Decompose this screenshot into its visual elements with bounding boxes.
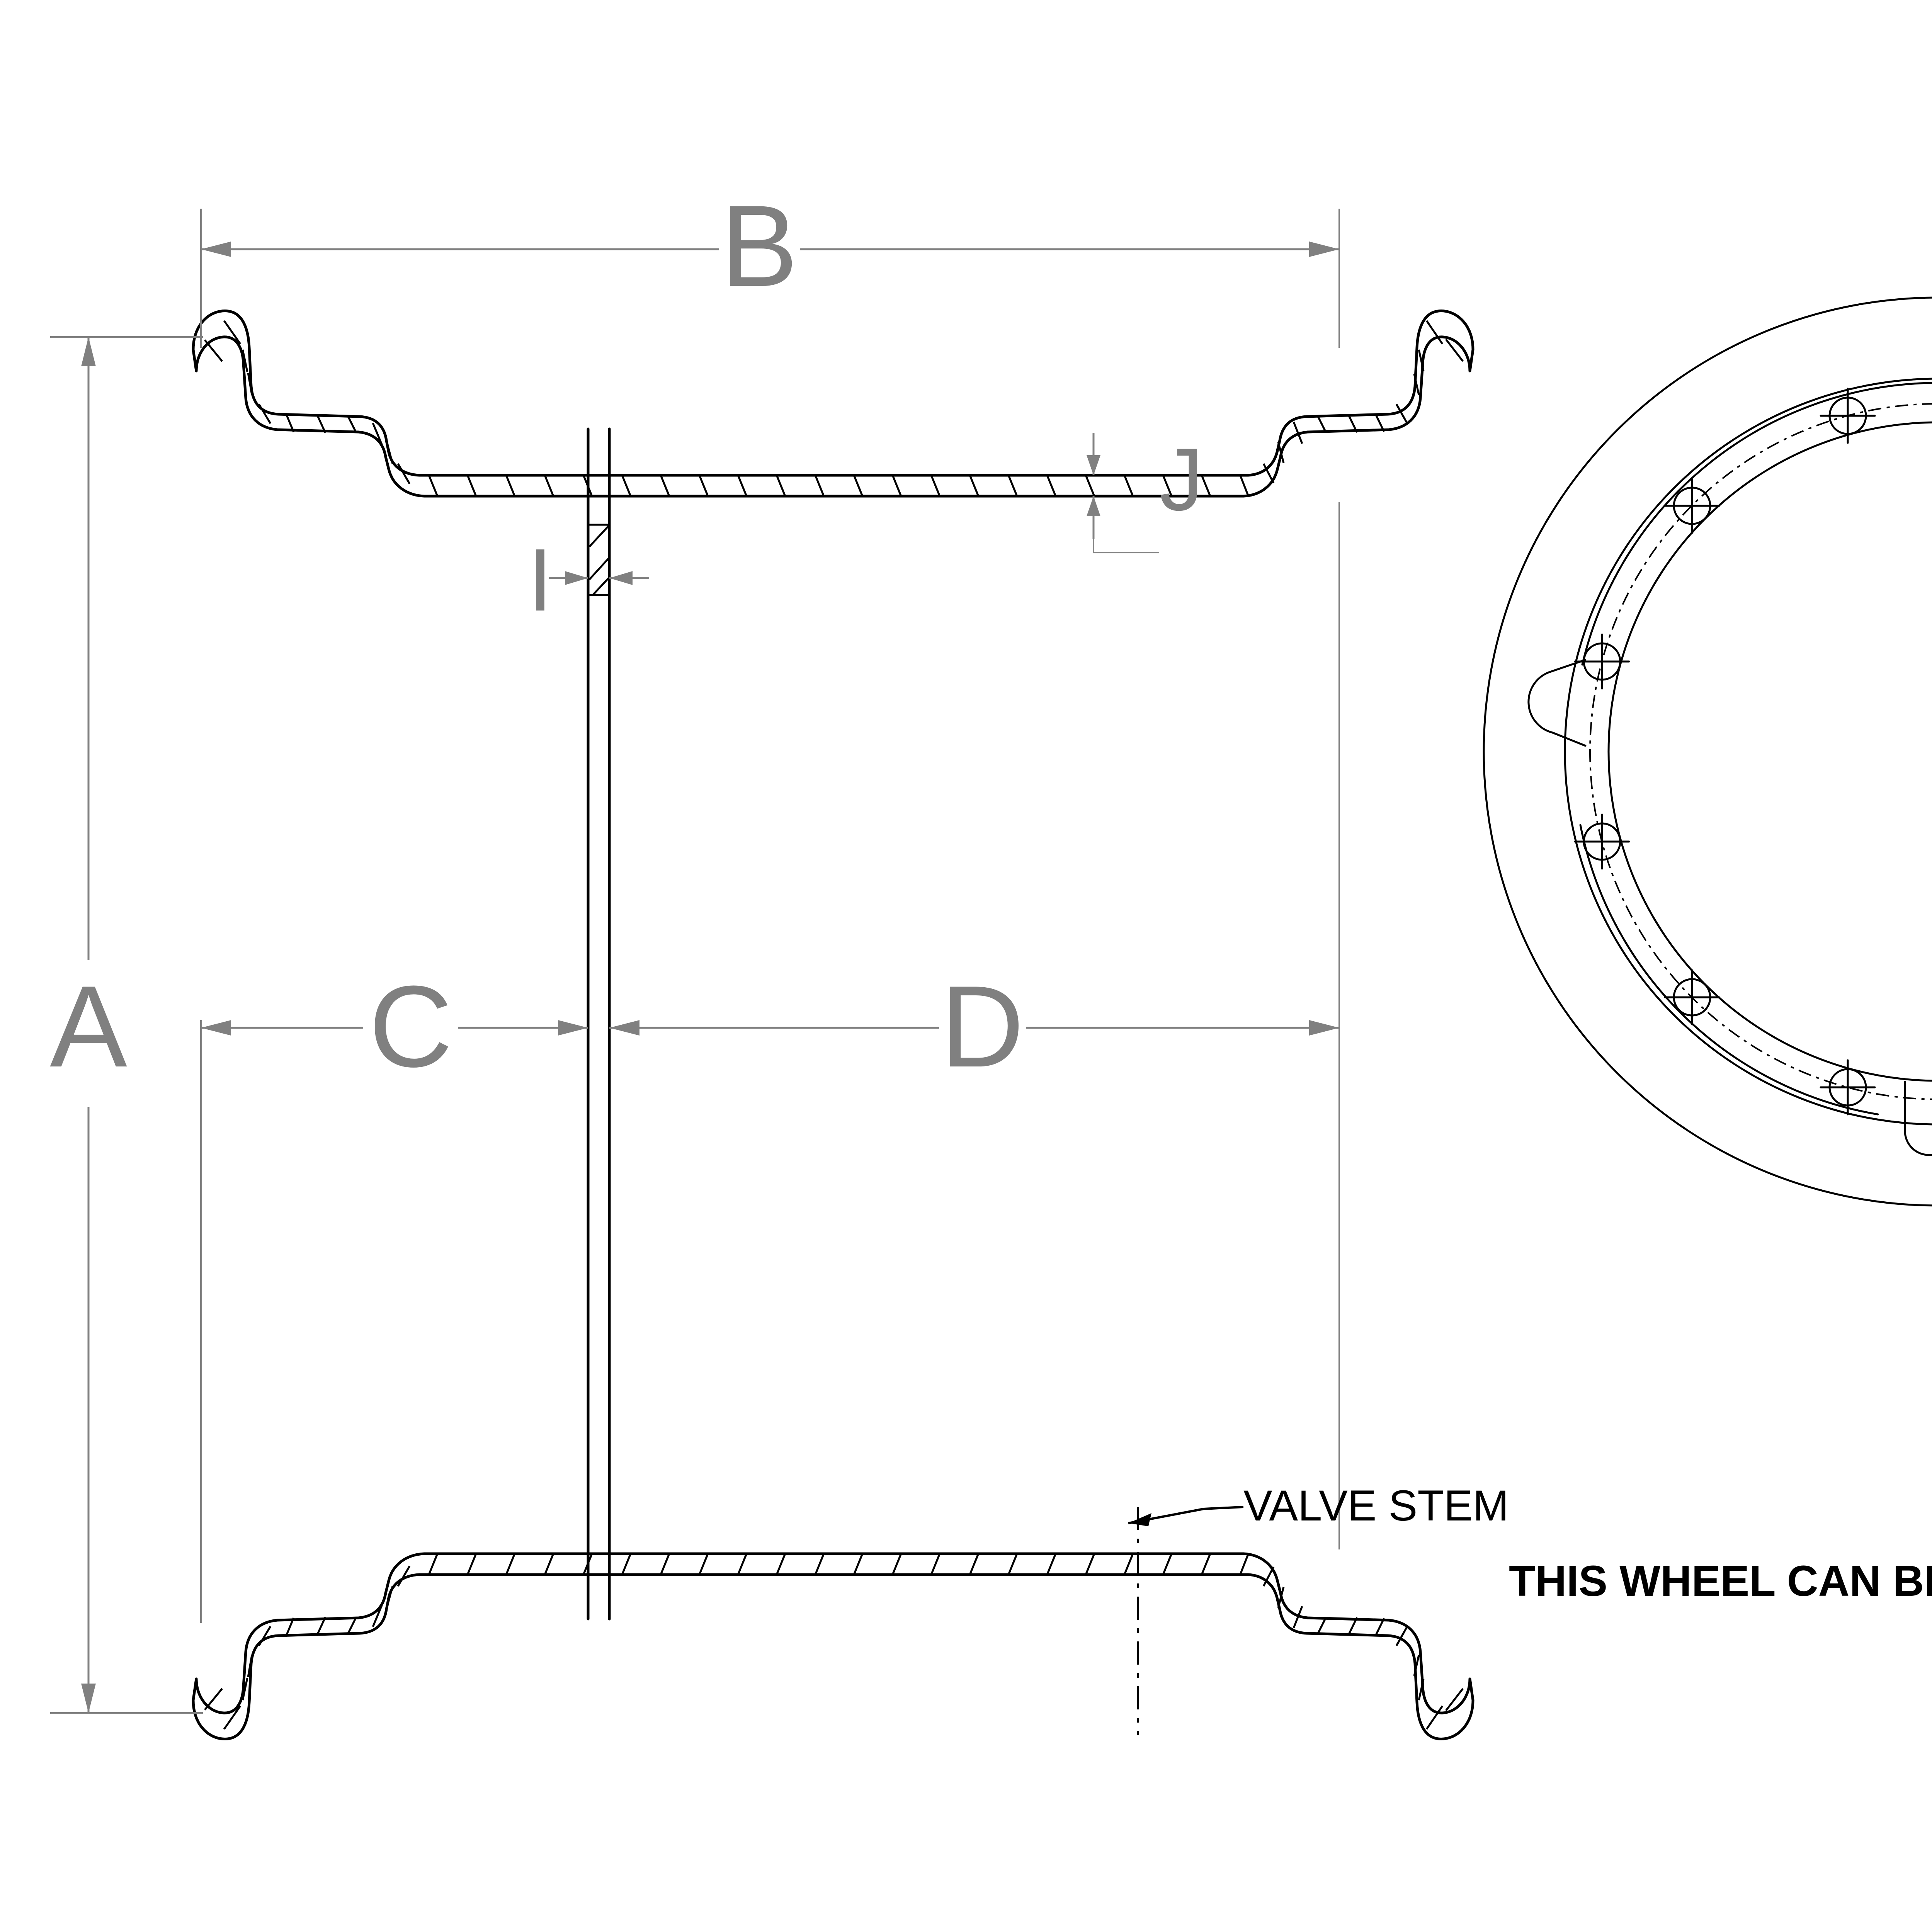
rim-outer-circle	[1483, 296, 1932, 1207]
section-hatch-disc-web	[588, 525, 610, 596]
section-hatch-bottom-rim	[204, 1553, 1464, 1730]
rim-cross-section-view	[50, 209, 1475, 1740]
wheel-face-view	[1483, 296, 1932, 1207]
valve-stem-leader	[1128, 1506, 1244, 1526]
dimension-D	[609, 502, 1340, 1549]
disc-bore-circle	[1607, 421, 1932, 1082]
dimension-letter-D: D	[940, 961, 1024, 1091]
dimension-letter-A: A	[50, 961, 128, 1091]
bolt-hole	[1574, 813, 1630, 870]
dimension-letter-I: I	[528, 530, 553, 629]
dimension-C	[200, 1020, 588, 1623]
disc-ring	[1579, 382, 1932, 1116]
valve-stem-label: VALVE STEM	[1243, 1481, 1509, 1530]
bolt-hole	[1664, 478, 1720, 534]
rim-profile-bottom	[192, 1552, 1475, 1740]
dimension-B	[200, 209, 1340, 348]
bolt-hole	[1574, 633, 1630, 690]
section-hatch-top-rim	[204, 320, 1464, 497]
disc-web	[587, 427, 611, 1621]
bolt-circle-centerline	[1589, 403, 1932, 1100]
dimension-letter-J: J	[1159, 430, 1204, 529]
rim-profile-top	[192, 310, 1475, 498]
bolt-hole	[1664, 969, 1720, 1026]
dimension-J	[1087, 433, 1159, 553]
bolt-hole	[1820, 1059, 1876, 1116]
hand-slot-left	[1527, 659, 1587, 747]
valve-slot-bottom	[1904, 1081, 1932, 1156]
dimension-I	[549, 571, 649, 585]
dimension-letter-C: C	[369, 961, 453, 1091]
mounting-note: THIS WHEEL CAN BE MOUNTED ON EITHER SIDE	[1509, 1557, 1932, 1605]
bolt-hole-pattern	[1574, 388, 1876, 1116]
bolt-hole	[1820, 388, 1876, 444]
dimension-letter-B: B	[721, 181, 798, 311]
dimension-A	[50, 336, 203, 1714]
rim-inner-circle	[1564, 378, 1932, 1126]
